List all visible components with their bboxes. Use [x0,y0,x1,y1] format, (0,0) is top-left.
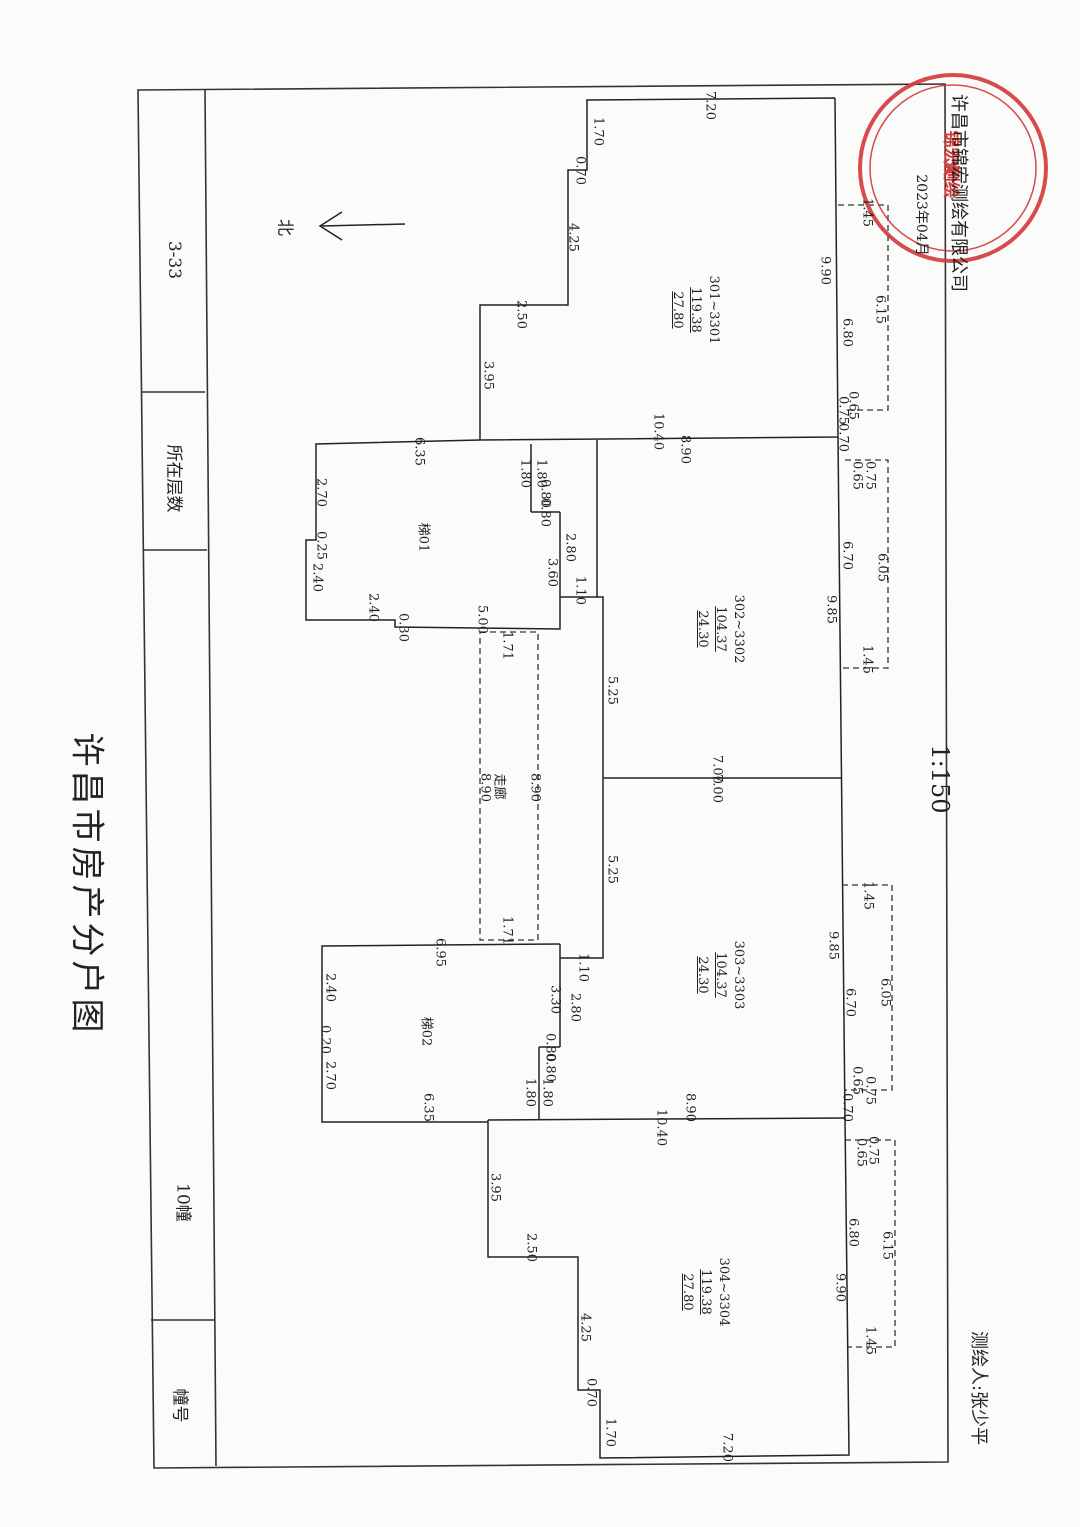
stair-label: 梯01 [415,522,431,553]
stair-01-outline [305,439,598,630]
dimension-label: 6.15 [872,295,888,324]
dimension-label: 0.70 [572,156,588,185]
dimension-label: 8.90 [527,773,543,802]
unit-label: 303~3303 104.37 24.30 [695,940,746,1010]
dimension-label: 5.25 [604,855,620,884]
unit-302-303-outline [560,596,604,959]
corridor-label: 走廊 [491,773,507,800]
dimension-label: 4.25 [565,223,581,252]
dimension-label: 8.90 [477,773,493,802]
dimension-label: 2.70 [322,1061,338,1090]
dimension-label: 6.80 [839,318,855,347]
dimension-label: 0.70 [583,1378,599,1407]
unit-label: 301~3301 119.38 27.80 [670,275,721,345]
dimension-label: 1.10 [572,576,588,605]
dimension-label: 6.05 [877,978,893,1007]
north-label: 北 [274,219,295,236]
dimension-label: 7.20 [719,1433,735,1462]
dimension-label: 10.40 [653,1108,669,1147]
dimension-label: 1.80 [522,1078,538,1107]
dimension-label: 4.25 [577,1313,593,1342]
dimension-label: 0.75 [862,461,878,490]
dimension-label: 2.50 [513,300,529,329]
dimension-label: 1.45 [859,645,875,674]
svg-text:★: ★ [936,155,969,180]
unit-label: 304~3304 119.38 27.80 [680,1257,731,1327]
dimension-label: 2.40 [365,593,381,622]
dimension-label: 10.40 [650,412,666,451]
dimension-label: 1.70 [590,117,606,146]
dimension-label: 9.85 [825,931,841,960]
dimension-label: 7.20 [702,91,718,120]
north-arrow-icon [318,211,406,241]
dimension-label: 5.00 [474,605,490,634]
dimension-label: 9.85 [823,595,839,624]
dimension-label: 1.45 [860,881,876,910]
dimension-label: 0.70 [835,423,851,452]
unit-label: 302~3302 104.37 24.30 [695,594,746,664]
dimension-label: 6.35 [420,1093,436,1122]
dimension-label: 1.80 [539,1078,555,1107]
drawing-frame [137,83,949,1469]
dimension-label: 6.70 [842,988,858,1017]
dimension-label: 1.45 [859,198,875,227]
dimension-label: 8.90 [677,435,693,464]
balcony-301 [838,204,889,411]
dimension-label: 6.70 [839,541,855,570]
dimension-label: 9.90 [817,256,833,285]
dimension-label: 3.60 [544,558,560,587]
building-value: 10幢 [172,1183,193,1222]
dimension-label: 1.71 [499,631,515,660]
dimension-label: 2.40 [322,973,338,1002]
dimension-label: 3.95 [480,361,496,390]
floor-label: 所在层数 [163,444,184,513]
dimension-label: 1.80 [517,459,533,488]
dimension-label: 0.30 [395,613,411,642]
stair-02-outline [321,943,561,1123]
balcony-303 [842,884,893,1091]
dimension-label: 6.95 [432,938,448,967]
dimension-label: 3.95 [487,1173,503,1202]
dimension-label: 6.05 [874,553,890,582]
dimension-label: 0.75 [862,1076,878,1105]
dimension-label: 0.80 [537,498,553,527]
dimension-label: 1.71 [499,916,515,945]
dimension-label: 7.00 [709,774,725,803]
dimension-label: 6.80 [845,1218,861,1247]
stair-label: 梯02 [418,1016,434,1047]
corridor-outline [479,631,539,941]
company-seal: ★ [858,73,1048,263]
surveyor-name: 测绘人:张少平 [968,1330,989,1446]
scale-label: 1:150 [926,744,954,814]
company-name: 许昌市锦宏测绘有限公司 [948,94,969,292]
dimension-label: 2.50 [523,1233,539,1262]
dimension-label: 6.35 [411,437,427,466]
survey-date: 2023年04月 [913,174,929,256]
building-label: 幢号 [169,1388,190,1423]
dimension-label: 0.75 [865,1136,881,1165]
dimension-label: 6.15 [879,1231,895,1260]
dimension-label: 5.25 [604,676,620,705]
balcony-304 [845,1139,896,1348]
unit-301-outline [479,97,839,441]
dimension-label: 3.30 [547,985,563,1014]
dimension-label: 2.70 [313,478,329,507]
unit-304-outline [487,1117,850,1459]
balcony-302 [842,459,889,669]
dimension-label: 2.80 [567,993,583,1022]
dimension-label: 0.70 [839,1093,855,1122]
floor-value: 3-33 [164,240,184,280]
dimension-label: 2.40 [309,563,325,592]
dimension-label: 1.70 [602,1418,618,1447]
dimension-label: 9.90 [832,1273,848,1302]
dimension-label: 1.45 [862,1326,878,1355]
dimension-label: 8.90 [682,1093,698,1122]
table-divider [204,89,217,1467]
